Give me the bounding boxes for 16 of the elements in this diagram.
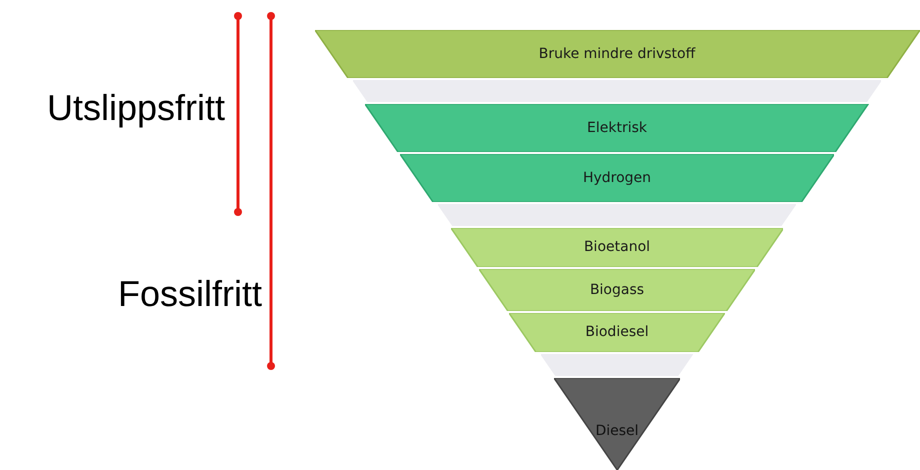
- pyramid-band: [365, 104, 869, 152]
- pyramid-band: [478, 269, 756, 311]
- band-label: Hydrogen: [582, 168, 652, 188]
- band-label: Bruke mindre drivstoff: [538, 44, 696, 64]
- pyramid-band: [509, 313, 725, 352]
- pyramid-band: [314, 30, 920, 78]
- band-label: Elektrisk: [587, 118, 647, 138]
- band-label: Biodiesel: [585, 323, 649, 342]
- pyramid-band: [450, 228, 784, 267]
- category-label: Utslippsfritt: [46, 86, 225, 130]
- category-label: Fossilfritt: [117, 272, 262, 316]
- pyramid-band: [400, 154, 834, 202]
- band-label: Diesel: [595, 422, 639, 441]
- band-label: Bioetanol: [584, 238, 650, 257]
- band-label: Biogass: [590, 280, 644, 300]
- triangle-segment: [554, 378, 680, 470]
